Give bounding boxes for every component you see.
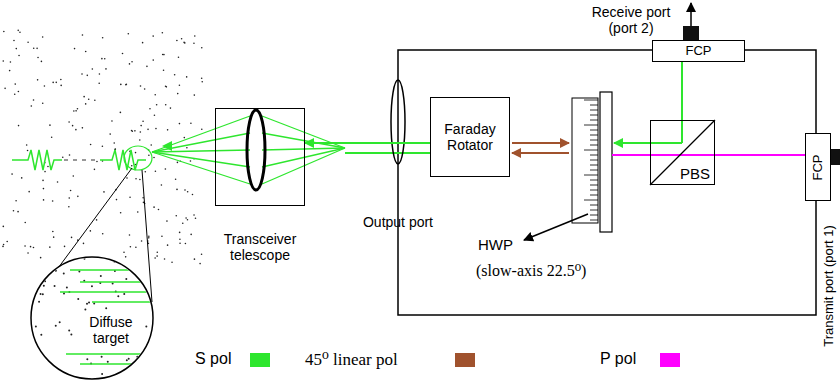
telescope-lens xyxy=(247,110,265,190)
legend-text: P pol xyxy=(600,350,636,368)
fcp-box: FCP xyxy=(805,133,831,201)
legend-swatch xyxy=(455,353,475,367)
target-spot xyxy=(124,146,152,170)
legend-swatch xyxy=(250,353,270,367)
legend-swatch xyxy=(660,353,680,367)
beam-connector xyxy=(305,142,430,144)
fcp-box: FCP xyxy=(652,40,745,62)
pulse-train xyxy=(12,150,62,170)
faraday-rotator-box: Faraday Rotator xyxy=(430,97,510,177)
scatter-dots xyxy=(2,30,203,265)
pbs-cube: PBS xyxy=(650,120,715,185)
output-lens xyxy=(391,80,405,164)
beam-arrow xyxy=(162,141,172,151)
node-label: PBS xyxy=(680,165,710,182)
beam-connector xyxy=(715,154,805,156)
beam-p xyxy=(612,154,715,156)
beam-s xyxy=(614,142,682,144)
scale-ticks xyxy=(584,100,598,220)
port-label: Transmit port (port 1) xyxy=(822,225,837,347)
legend-text: S pol xyxy=(195,350,231,368)
beam-connector xyxy=(681,62,683,120)
beam-s xyxy=(681,120,683,143)
pulse-train xyxy=(100,150,146,170)
node-label: FCP xyxy=(686,44,712,59)
diffuse-target-circle: Diffuse target xyxy=(30,256,154,380)
node-label: Diffuse target xyxy=(80,314,142,346)
hwp-plate xyxy=(600,92,612,232)
port-label: Receive port (port 2) xyxy=(582,4,680,36)
beam-45 xyxy=(512,152,569,154)
node-label: Faraday Rotator xyxy=(435,121,505,153)
fiber-connector xyxy=(683,26,699,40)
module-housing xyxy=(398,50,816,315)
part-label: HWP xyxy=(478,236,513,253)
hwp-pointer xyxy=(524,214,588,240)
pbs-diagonal xyxy=(650,120,715,185)
legend-text: 45⁰ linear pol xyxy=(305,350,398,370)
beam-45 xyxy=(512,142,569,144)
node-label: FCP xyxy=(811,154,826,180)
beam-s xyxy=(345,152,430,154)
telescope-box: Transceiver telescope xyxy=(215,108,305,206)
receive-arrow xyxy=(690,3,692,26)
zoom-line xyxy=(142,170,152,302)
port-label: Output port xyxy=(360,214,436,230)
node-label: Transceiver telescope xyxy=(214,231,306,263)
axis-note: (slow-axis 22.5⁰) xyxy=(476,262,586,280)
pulse-link xyxy=(64,159,98,160)
hwp-scale xyxy=(572,98,598,223)
